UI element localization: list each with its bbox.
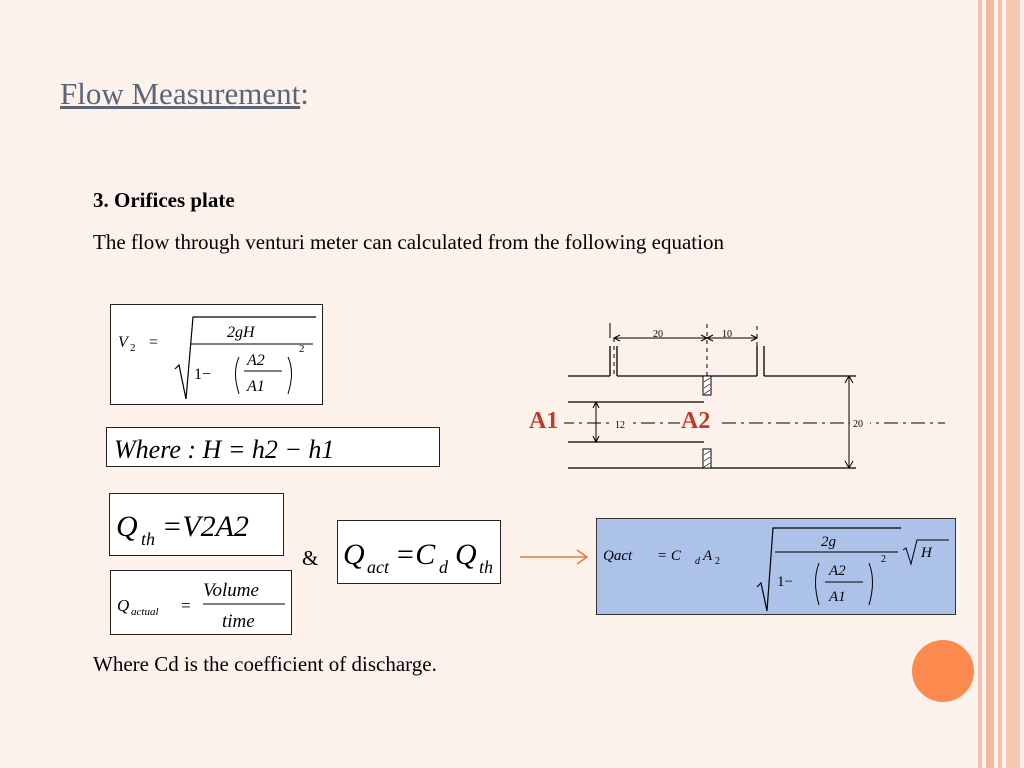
v2-one-minus: 1− bbox=[194, 366, 211, 383]
qact-q: Q bbox=[343, 538, 365, 571]
qactual-equation-box: Q actual = Volume time bbox=[110, 570, 292, 635]
qactual-eq: = bbox=[181, 596, 191, 615]
qact-eq-c: =C bbox=[395, 538, 436, 571]
qactual-numerator: Volume bbox=[203, 580, 259, 601]
v2-lhs-sub: 2 bbox=[130, 342, 136, 354]
final-equation-box: Qact = C d A 2 2g 1− A2 A1 2 H bbox=[596, 518, 956, 615]
decor-stripe bbox=[978, 0, 982, 768]
final-a-sub: 2 bbox=[715, 556, 720, 567]
v2-a1: A1 bbox=[246, 378, 265, 395]
where-equation: Where : H = h2 − h1 bbox=[114, 435, 334, 464]
v2-lhs: V bbox=[118, 334, 130, 351]
qactual-lhs: Q bbox=[117, 596, 129, 615]
qact-equation-box: Q act =C d Q th bbox=[337, 520, 501, 584]
final-exponent: 2 bbox=[881, 554, 886, 565]
orifice-plate-diagram: 20 10 12 20 A1 A2 bbox=[528, 323, 945, 470]
final-numerator: 2g bbox=[821, 534, 837, 550]
dim-10: 10 bbox=[722, 329, 732, 340]
where-equation-box: Where : H = h2 − h1 bbox=[106, 427, 440, 467]
decor-stripe bbox=[1006, 0, 1020, 768]
dim-12: 12 bbox=[615, 420, 625, 431]
v2-equation-box: V 2 = 2gH 1− A2 A1 2 bbox=[110, 304, 323, 405]
qth-equation-box: Q th =V2A2 bbox=[109, 493, 284, 556]
slide-title-text: Flow Measurement bbox=[60, 76, 301, 111]
right-arrow-icon bbox=[520, 549, 589, 565]
final-eq-c: = C bbox=[657, 548, 682, 564]
v2-numerator: 2gH bbox=[227, 324, 256, 341]
final-lhs: Qact bbox=[603, 548, 633, 564]
slide-title-suffix: : bbox=[300, 76, 309, 111]
intro-text: The flow through venturi meter can calcu… bbox=[93, 230, 724, 254]
qth-sub: th bbox=[141, 529, 155, 549]
qact-q2: Q bbox=[455, 538, 477, 571]
dim-20-right: 20 bbox=[853, 419, 863, 430]
v2-exponent: 2 bbox=[299, 343, 305, 355]
dim-20-top: 20 bbox=[653, 329, 663, 340]
qactual-denominator: time bbox=[222, 611, 255, 632]
section-heading: 3. Orifices plate bbox=[93, 188, 235, 212]
label-a2: A2 bbox=[681, 408, 710, 434]
v2-eq: = bbox=[149, 334, 158, 351]
qactual-sub: actual bbox=[131, 606, 159, 618]
qth-q: Q bbox=[116, 510, 138, 543]
slide-title: Flow Measurement: bbox=[60, 76, 309, 112]
final-a1: A1 bbox=[828, 589, 846, 605]
discharge-note: Where Cd is the coefficient of discharge… bbox=[93, 652, 437, 676]
label-a1: A1 bbox=[529, 408, 558, 434]
qact-c-sub: d bbox=[439, 557, 449, 577]
decor-stripe bbox=[998, 0, 1002, 768]
v2-a2: A2 bbox=[246, 352, 265, 369]
decor-stripe bbox=[986, 0, 994, 768]
qth-rhs: =V2A2 bbox=[162, 510, 249, 543]
final-h: H bbox=[920, 545, 933, 561]
final-one-minus: 1− bbox=[777, 574, 793, 590]
final-a2: A2 bbox=[828, 563, 846, 579]
final-a: A bbox=[702, 548, 713, 564]
qact-q2-sub: th bbox=[479, 557, 493, 577]
final-c-sub: d bbox=[695, 556, 701, 567]
ampersand: & bbox=[302, 546, 319, 570]
decor-circle bbox=[912, 640, 974, 702]
qact-sub: act bbox=[367, 557, 390, 577]
